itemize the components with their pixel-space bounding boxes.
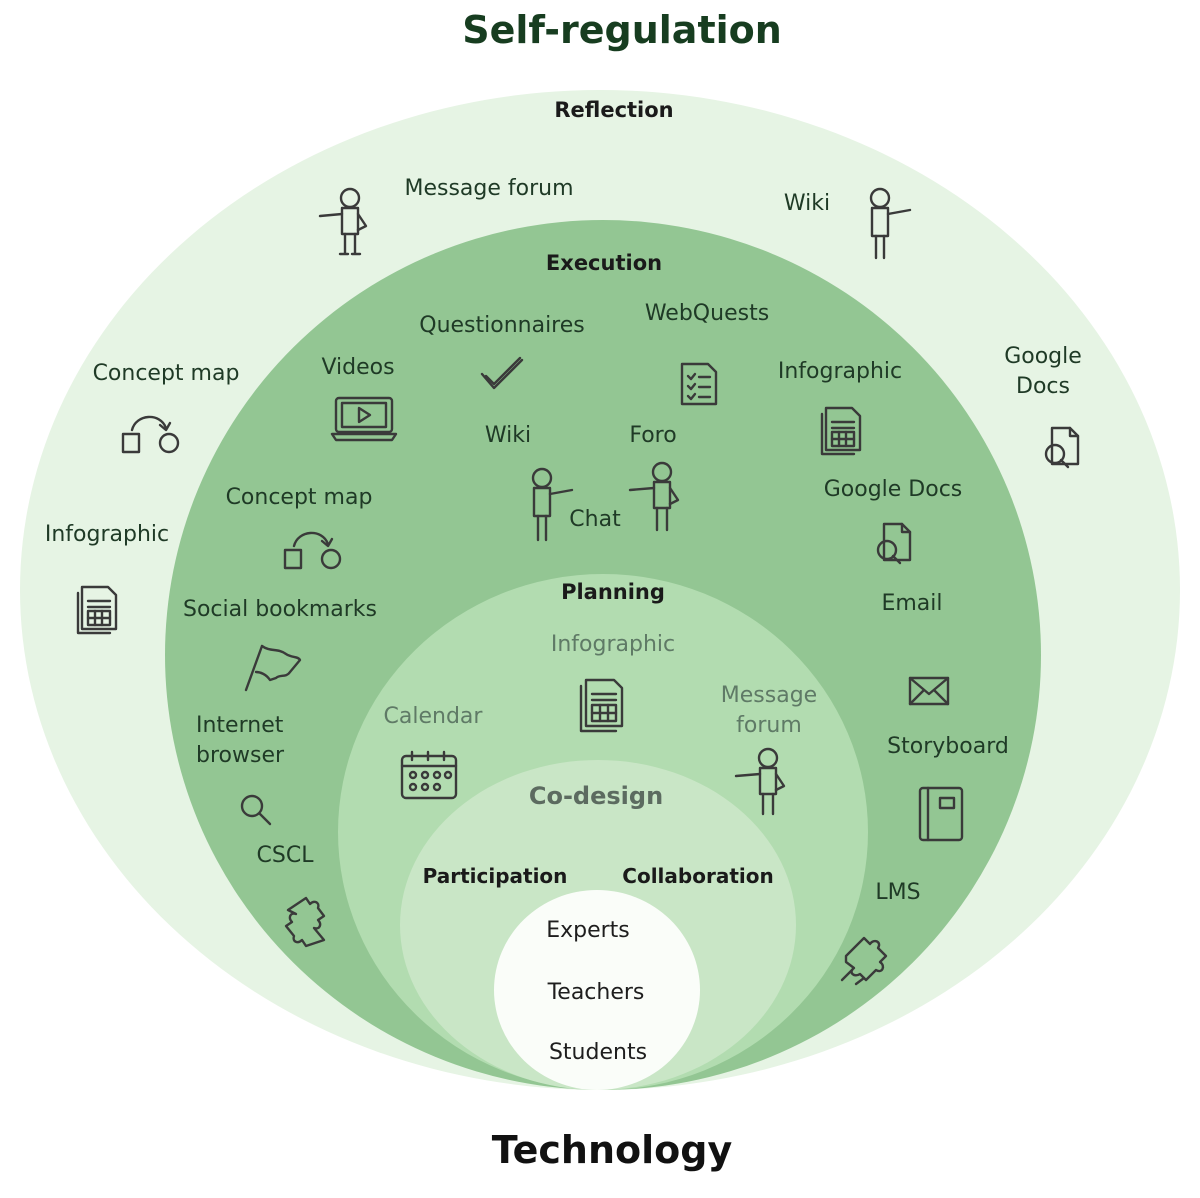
reflection-concept-map-label: Concept map (92, 361, 240, 386)
puzzle-icon (284, 896, 326, 948)
person-pointing-icon (734, 747, 786, 816)
execution-videos-label: Videos (321, 355, 395, 380)
execution-email-label: Email (881, 591, 943, 616)
execution-wiki-label: Wiki (484, 423, 532, 448)
infographic-icon (579, 678, 624, 733)
execution-google-docs-label: Google Docs (823, 477, 963, 502)
diagram-title: Self-regulation (462, 8, 782, 52)
execution-questionnaires-label: Questionnaires (419, 313, 585, 338)
core-teachers: Teachers (547, 980, 645, 1005)
ring-label-codesign: Co-design (528, 782, 664, 810)
diagram-bottom-title: Technology (491, 1128, 733, 1172)
execution-chat-label: Chat (569, 507, 621, 532)
ring-label-reflection: Reflection (554, 98, 674, 122)
reflection-wiki-label: Wiki (783, 191, 831, 216)
notebook-icon (918, 786, 964, 842)
execution-lms-label: LMS (875, 880, 921, 905)
video-player-icon (330, 396, 398, 442)
concept-map-icon (121, 415, 180, 454)
codesign-participation: Participation (422, 864, 568, 888)
calendar-icon (400, 750, 458, 800)
person-pointing-icon (531, 467, 574, 542)
reflection-google-docs-label: Google Docs (1004, 344, 1082, 399)
execution-social-bookmarks-label: Social bookmarks (182, 597, 378, 622)
email-icon (908, 676, 950, 706)
ring-label-execution: Execution (545, 251, 663, 275)
ring-core (494, 890, 700, 1090)
execution-infographic-label: Infographic (777, 359, 903, 384)
planning-infographic-label: Infographic (550, 632, 676, 657)
execution-concept-map-label: Concept map (225, 485, 373, 510)
core-experts: Experts (546, 918, 630, 943)
execution-webquests-label: WebQuests (644, 301, 770, 326)
planning-calendar-label: Calendar (383, 704, 483, 729)
person-pointing-icon (318, 187, 368, 256)
checklist-icon (680, 362, 718, 406)
person-pointing-icon (628, 461, 680, 532)
execution-internet-browser-label: Internet browser (196, 713, 285, 768)
infographic-icon (76, 585, 118, 635)
execution-cscl-label: CSCL (256, 843, 314, 868)
google-docs-icon (1044, 426, 1080, 469)
planning-message-forum-label: Message forum (720, 683, 818, 738)
checkmark-icon (480, 356, 524, 390)
ring-label-planning: Planning (561, 580, 665, 604)
reflection-infographic-label: Infographic (44, 522, 170, 547)
codesign-collaboration: Collaboration (622, 864, 774, 888)
person-pointing-icon (869, 187, 912, 260)
concept-map-icon (283, 531, 342, 570)
flag-bookmark-icon (244, 644, 302, 692)
infographic-icon (820, 406, 862, 456)
google-docs-icon (876, 522, 912, 565)
execution-foro-label: Foro (629, 423, 677, 448)
execution-storyboard-label: Storyboard (887, 734, 1009, 759)
reflection-message-forum-label: Message forum (404, 176, 574, 201)
core-students: Students (548, 1040, 648, 1065)
puzzle-icon (840, 936, 888, 986)
search-icon (240, 794, 272, 826)
